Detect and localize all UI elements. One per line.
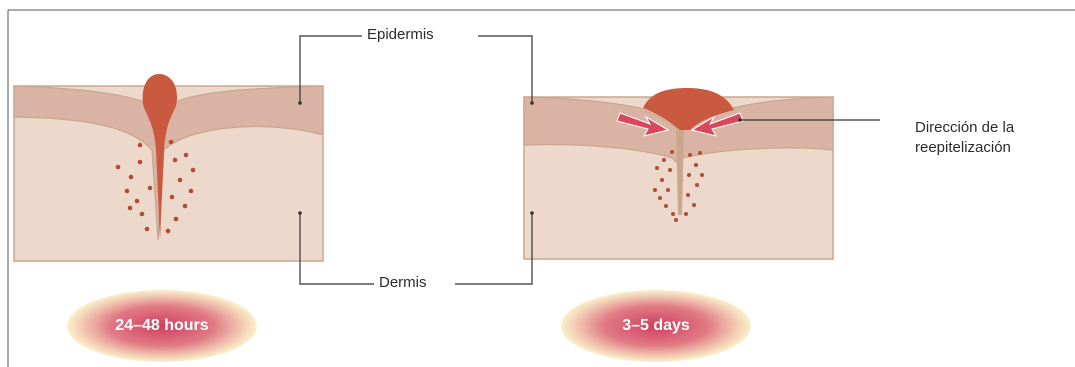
direction-label: Dirección de la reepitelización bbox=[912, 118, 1068, 158]
dermis-connector-right bbox=[455, 213, 532, 284]
stage-label-early: 24–48 hours bbox=[72, 316, 252, 336]
direction-label-line2: reepitelización bbox=[915, 138, 1065, 158]
dermis-label: Dermis bbox=[376, 274, 430, 291]
epidermis-connector-right bbox=[478, 36, 532, 103]
skin-section-late bbox=[524, 88, 833, 259]
direction-label-line1: Dirección de la bbox=[915, 118, 1065, 138]
skin-section-early bbox=[14, 74, 323, 261]
epidermis-label: Epidermis bbox=[364, 26, 437, 43]
stage-label-late: 3–5 days bbox=[566, 316, 746, 336]
